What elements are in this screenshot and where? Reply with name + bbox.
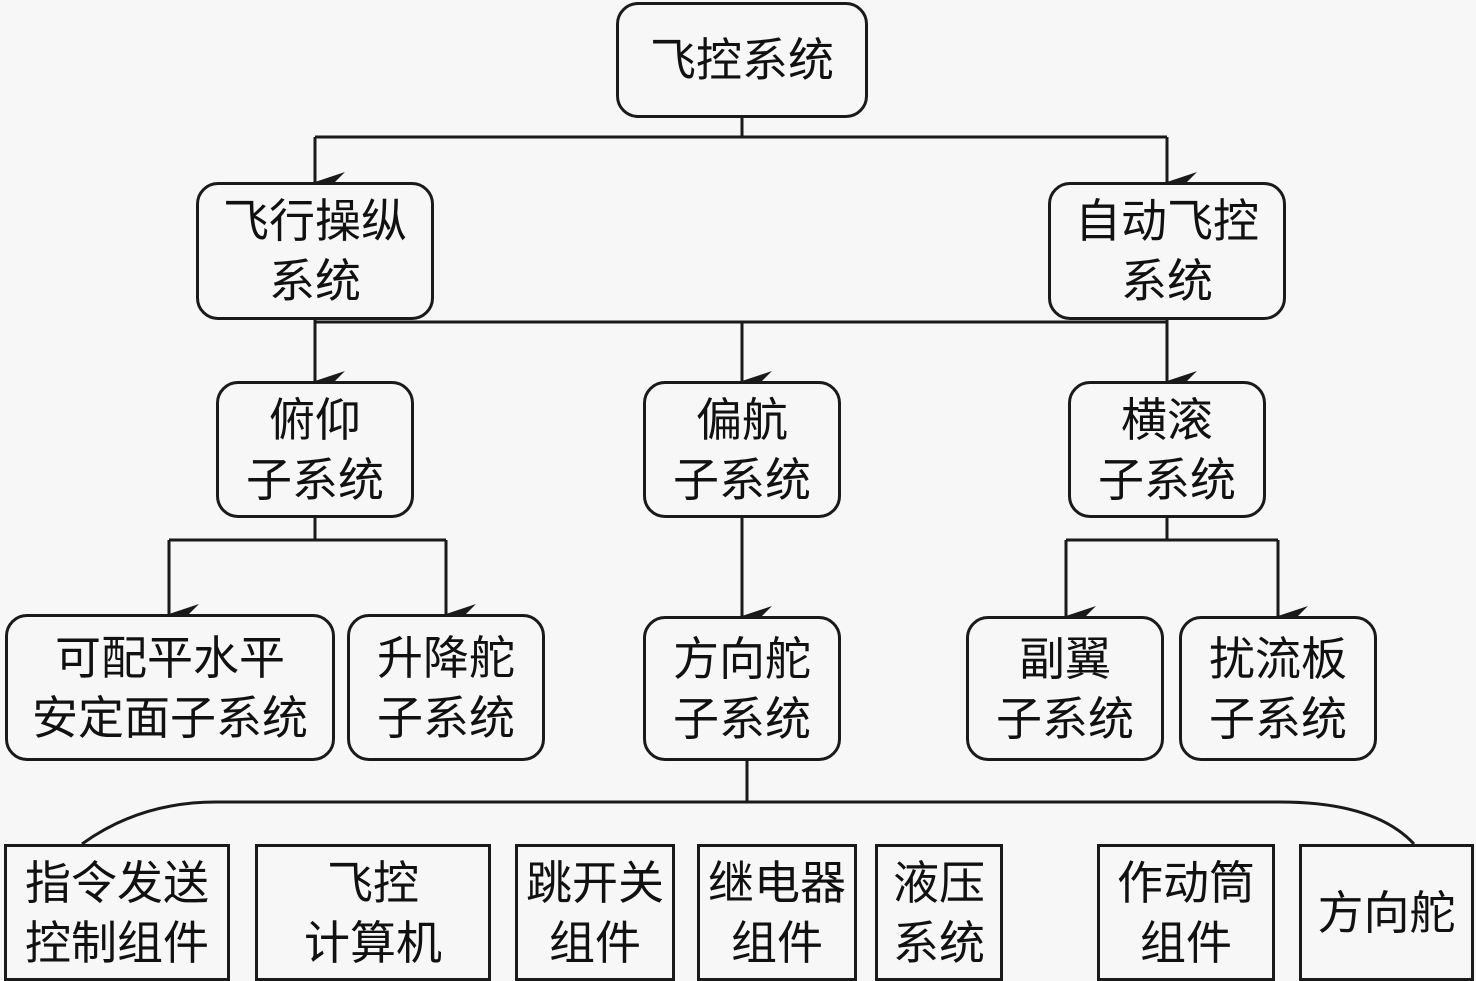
node-label: 自动飞控 [1075,194,1259,248]
node-label: 俯仰 [269,392,361,447]
node-label: 计算机 [304,915,442,970]
node-label: 飞控系统 [650,33,834,87]
node-label: 组件 [731,915,823,970]
node-label: 副翼 [1019,631,1111,686]
node-label: 方向舵 [673,631,811,686]
node-roll-subsystem: 横滚 子系统 [1068,381,1266,518]
node-label: 子系统 [1098,452,1236,507]
component-flight-control-computer: 飞控 计算机 [255,844,491,981]
node-aileron-subsystem: 副翼 子系统 [966,616,1164,761]
component-circuit-breaker: 跳开关 组件 [515,844,675,981]
node-elevator-subsystem: 升降舵 子系统 [347,614,545,761]
node-label: 偏航 [696,392,788,447]
component-relay: 继电器 组件 [697,844,857,981]
node-label: 系统 [893,915,985,970]
node-flight-control-system: 飞控系统 [616,2,868,118]
node-yaw-subsystem: 偏航 子系统 [643,381,841,518]
component-rudder: 方向舵 [1299,844,1474,981]
component-command-control-unit: 指令发送 控制组件 [4,844,230,981]
node-label: 控制组件 [25,915,209,970]
node-label: 可配平水平 [55,630,285,685]
node-label: 系统 [1121,254,1213,308]
node-label: 子系统 [1209,691,1347,746]
node-label: 扰流板 [1209,631,1347,686]
node-label: 子系统 [996,691,1134,746]
node-label: 安定面子系统 [32,690,308,745]
node-label: 飞行操纵 [223,194,407,248]
component-hydraulic-system: 液压 系统 [875,844,1003,981]
component-actuator: 作动筒 组件 [1097,844,1275,981]
node-spoiler-subsystem: 扰流板 子系统 [1179,616,1377,761]
node-label: 升降舵 [377,630,515,685]
node-label: 跳开关 [526,855,664,910]
node-trimmable-stabilizer-subsystem: 可配平水平 安定面子系统 [5,614,335,761]
node-autopilot-system: 自动飞控 系统 [1048,182,1286,320]
node-label: 子系统 [377,690,515,745]
node-label: 组件 [1140,915,1232,970]
node-label: 液压 [893,855,985,910]
node-label: 方向舵 [1317,885,1456,940]
node-label: 作动筒 [1117,855,1255,910]
node-label: 组件 [549,915,641,970]
node-rudder-subsystem: 方向舵 子系统 [643,616,841,761]
node-label: 系统 [269,254,361,308]
node-pitch-subsystem: 俯仰 子系统 [216,381,414,518]
node-label: 子系统 [673,691,811,746]
node-label: 继电器 [708,855,846,910]
node-label: 横滚 [1121,392,1213,447]
components-brace [81,800,1416,846]
node-label: 子系统 [246,452,384,507]
node-label: 子系统 [673,452,811,507]
node-label: 飞控 [327,855,419,910]
node-flight-control-operation-system: 飞行操纵 系统 [196,182,434,320]
node-label: 指令发送 [25,855,209,910]
